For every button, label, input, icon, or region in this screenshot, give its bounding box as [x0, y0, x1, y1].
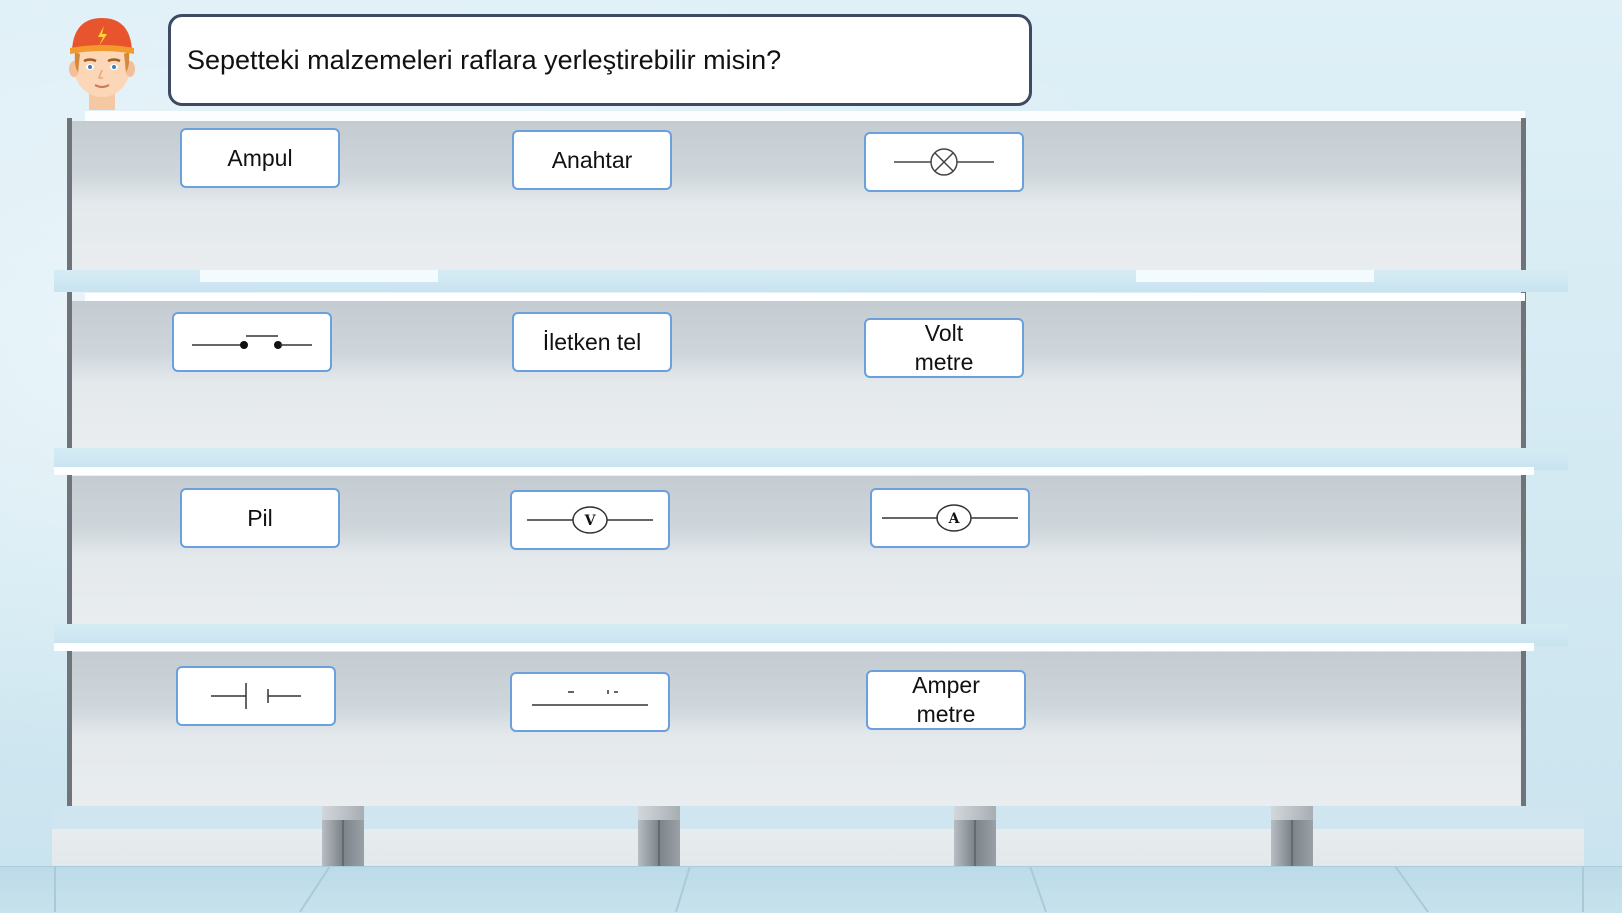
shelf-foot — [638, 806, 680, 866]
card-switch-symbol[interactable] — [172, 312, 332, 372]
instruction-bubble: Sepetteki malzemeleri raflara yerleştire… — [168, 14, 1032, 106]
card-label: İletken tel — [542, 328, 642, 355]
card-anahtar[interactable]: Anahtar — [512, 130, 672, 190]
electrician-avatar — [69, 18, 135, 110]
shelf-foot — [322, 806, 364, 866]
card-lamp-symbol[interactable] — [864, 132, 1024, 192]
card-label: Volt metre — [915, 319, 974, 377]
shelf-plank-2 — [54, 448, 1568, 470]
shelf-top-lip — [85, 111, 1525, 121]
shelf-foot — [1271, 806, 1313, 866]
card-label: Anahtar — [551, 146, 633, 173]
shelf-lip-1 — [85, 293, 1525, 301]
card-amper-metre[interactable]: Amper metre — [866, 670, 1026, 730]
voltmeter-letter: V — [584, 513, 597, 529]
card-label-line: Volt — [924, 320, 964, 346]
instruction-text: Sepetteki malzemeleri raflara yerleştire… — [187, 45, 782, 75]
card-battery-symbol[interactable] — [176, 666, 336, 726]
card-label-line: metre — [914, 349, 974, 375]
shelf-base — [52, 806, 1584, 866]
card-pil[interactable]: Pil — [180, 488, 340, 548]
voltmeter-symbol-icon: V — [527, 506, 653, 534]
shelf-plank-3 — [54, 624, 1568, 646]
card-voltmeter-symbol[interactable]: V — [510, 490, 670, 550]
floor-perspective-lines — [299, 866, 1429, 912]
card-label: Amper metre — [912, 671, 980, 729]
card-label-line: metre — [916, 701, 976, 727]
shelf-lip-2 — [54, 467, 1534, 475]
lamp-symbol-icon — [894, 148, 994, 176]
ammeter-letter: A — [948, 511, 961, 527]
ammeter-symbol-icon: A — [882, 504, 1018, 532]
card-label: Ampul — [227, 144, 293, 171]
card-volt-metre[interactable]: Volt metre — [864, 318, 1024, 378]
card-ampul[interactable]: Ampul — [180, 128, 340, 188]
plank-highlight — [1136, 270, 1374, 282]
shelf-lip-3 — [54, 643, 1534, 651]
battery-symbol-icon — [211, 683, 301, 709]
floor — [0, 866, 1622, 913]
switch-symbol-icon — [192, 335, 312, 349]
plank-highlight — [200, 270, 438, 282]
floor-line — [54, 866, 56, 912]
card-ammeter-symbol[interactable]: A — [870, 488, 1030, 548]
card-label: Pil — [247, 504, 273, 531]
floor-line — [1582, 866, 1584, 912]
card-iletken-tel[interactable]: İletken tel — [512, 312, 672, 372]
card-label-line: Amper — [912, 672, 980, 698]
card-wire-symbol[interactable] — [510, 672, 670, 732]
shelf-foot — [954, 806, 996, 866]
wire-symbol-icon — [532, 690, 648, 706]
